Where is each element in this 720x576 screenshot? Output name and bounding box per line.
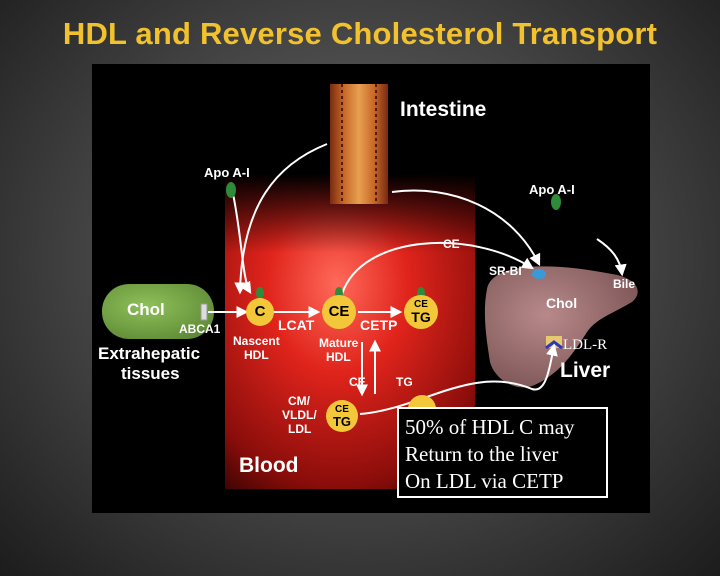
intestine-tube: [330, 84, 388, 204]
arrow-ce-to-liver: [341, 241, 535, 295]
diagram-panel: Intestine Apo A-I Apo A-I CE SR-BI Bile …: [92, 64, 650, 513]
ce-top-label: CE: [443, 237, 460, 251]
blood-label: Blood: [239, 454, 299, 477]
cm-label-1: CM/: [288, 394, 310, 408]
arrow-bile: [596, 238, 627, 277]
callout-line-1: 50% of HDL C may: [405, 415, 575, 439]
lcat-label: LCAT: [278, 317, 315, 333]
slide-title: HDL and Reverse Cholesterol Transport: [62, 16, 658, 51]
abca1-transporter: [200, 303, 208, 321]
extrahepatic-cell: [102, 284, 214, 339]
diagram-graphics: [102, 84, 638, 489]
apo-on-c: [256, 287, 264, 299]
cm-label-3: LDL: [288, 422, 312, 436]
c-circle-label: C: [254, 303, 266, 320]
mature-hdl-label-1: Mature: [319, 336, 359, 350]
ldl-tg-label: TG: [332, 414, 352, 429]
apo-a1-left-label: Apo A-I: [204, 165, 250, 180]
apo-a1-right-label: Apo A-I: [529, 182, 575, 197]
nascent-hdl-circle: [246, 298, 274, 326]
liver-shape: [484, 266, 638, 388]
arrow-ldl-to-liver: [359, 343, 558, 415]
ldl-particle-circle: [326, 400, 358, 432]
tissue-chol-label: Chol: [127, 300, 165, 319]
ldl-ce-label: CE: [335, 404, 349, 415]
cetg-circle: [404, 295, 438, 329]
ce-exchange-label: CE: [349, 375, 366, 389]
sr-bi-receptor: [532, 269, 546, 279]
liver-chol-label: Chol: [546, 295, 578, 311]
arrow-intestine-to-liver: [391, 189, 541, 267]
callout-line-2: Return to the liver: [405, 442, 559, 466]
callout-box: 50% of HDL C may Return to the liver On …: [397, 407, 608, 498]
apo-a1-right-marker: [551, 194, 561, 210]
intestine-label: Intestine: [400, 98, 487, 121]
tg-exchange-label: TG: [396, 375, 413, 389]
arrow-apoa1-to-c: [231, 188, 252, 295]
extrahepatic-label-2: tissues: [121, 364, 180, 383]
extrahepatic-label-1: Extrahepatic: [98, 344, 201, 363]
apo-a1-left-marker: [226, 182, 236, 198]
sr-bi-label: SR-BI: [489, 264, 522, 278]
cetp-label: CETP: [360, 317, 398, 333]
cetg-tg-label: TG: [411, 309, 431, 325]
cetg-ce-label: CE: [414, 299, 428, 310]
nascent-hdl-label-2: HDL: [244, 348, 269, 362]
cm-label-2: VLDL/: [282, 408, 317, 422]
liver-label: Liver: [560, 359, 611, 382]
ce-circle-label: CE: [328, 303, 350, 320]
mature-hdl-circle: [322, 295, 356, 329]
abca1-label: ABCA1: [179, 322, 221, 336]
mature-hdl-label-2: HDL: [326, 350, 351, 364]
nascent-hdl-label-1: Nascent: [233, 334, 280, 348]
ldl-r-label: LDL-R: [563, 337, 608, 353]
callout-line-3: On LDL via CETP: [405, 469, 564, 493]
bile-label: Bile: [613, 277, 636, 291]
